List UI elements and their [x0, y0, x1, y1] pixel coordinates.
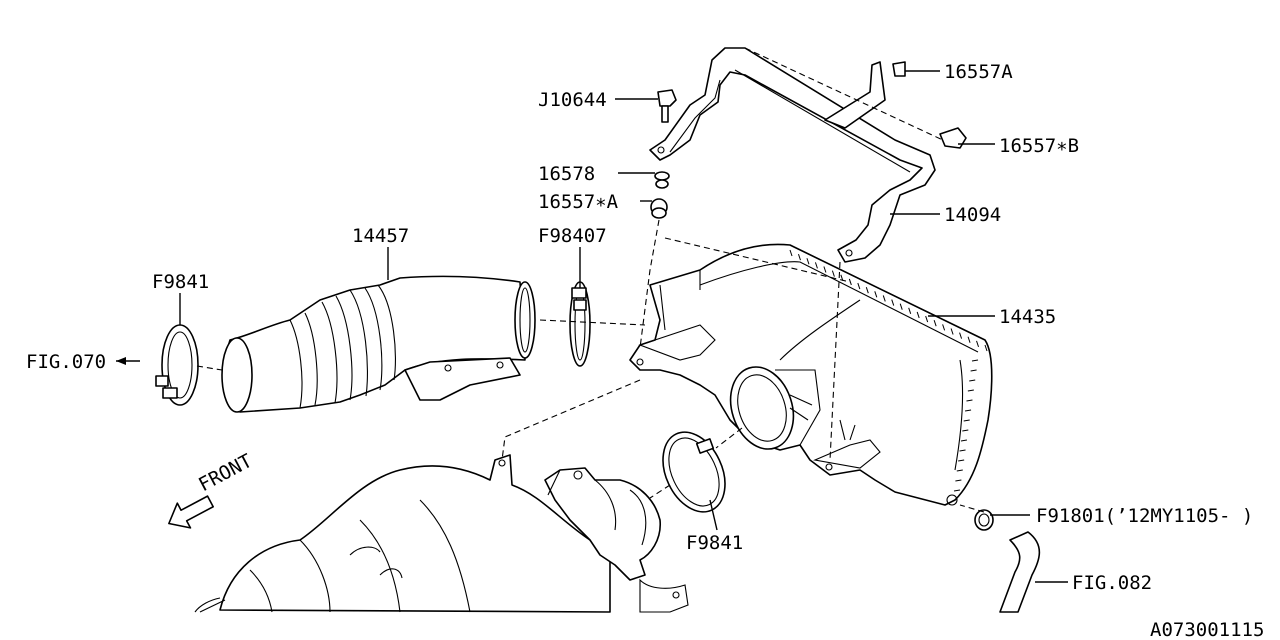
rim-hatch-tick	[962, 429, 969, 432]
rim-hatch-tick	[950, 328, 954, 335]
rim-hatch-tick	[823, 266, 827, 273]
rim-hatch-tick	[984, 344, 988, 352]
rim-hatch-tick	[963, 419, 970, 422]
hose-clamp-bottom	[662, 431, 726, 513]
rim-hatch-tick	[942, 324, 946, 331]
clip-16557-b	[939, 127, 967, 149]
rim-hatch-tick	[967, 336, 971, 343]
rim-hatch-tick	[971, 359, 979, 362]
front-arrow: FRONT	[168, 450, 256, 529]
rim-hatch-tick	[882, 295, 886, 302]
rim-hatch-tick	[958, 459, 965, 462]
bracket-14094	[649, 47, 961, 263]
rim-hatch-tick	[966, 399, 973, 402]
air-cleaner-case	[629, 243, 993, 506]
rim-hatch-tick	[806, 258, 810, 265]
intake-manifold	[194, 454, 611, 613]
grommet-16557a	[650, 198, 668, 219]
rim-hatch-tick	[789, 249, 793, 257]
rim-hatch-tick	[933, 320, 937, 327]
rim-hatch-tick	[891, 299, 895, 306]
rim-hatch-tick	[960, 439, 968, 442]
label-F9841-bottom: F9841	[686, 532, 743, 554]
label-FIG070: FIG.070	[26, 351, 106, 373]
rim-hatch-tick	[831, 270, 835, 277]
label-16557A: 16557A	[944, 61, 1013, 83]
hose-clamp-left	[155, 324, 199, 406]
rim-hatch-tick	[865, 287, 869, 294]
rim-hatch-tick	[857, 282, 861, 290]
leader-lines	[116, 70, 1068, 583]
hose-clamp-f98407	[569, 281, 591, 367]
washer-16578	[654, 171, 670, 189]
label-16557B: 16557∗B	[999, 135, 1079, 157]
rim-hatch-tick	[970, 369, 977, 372]
rim-hatch-tick	[814, 262, 818, 269]
throttle-body	[544, 467, 689, 613]
rim-hatch-tick	[959, 449, 966, 452]
rim-hatch-tick	[976, 340, 979, 348]
label-14435: 14435	[999, 306, 1056, 328]
rim-hatch-tick	[848, 278, 852, 286]
rim-hatch-tick	[874, 291, 878, 298]
label-14457: 14457	[352, 225, 409, 247]
clip-f91801	[974, 509, 994, 531]
rim-hatch-tick	[916, 311, 920, 319]
assembly-lines	[196, 219, 985, 513]
drain-hose	[999, 531, 1041, 613]
label-F98407: F98407	[538, 225, 607, 247]
rim-hatch-tick	[955, 479, 962, 482]
rim-hatch-tick	[953, 489, 961, 492]
bolt-j10644	[657, 89, 677, 123]
clip-16557-a	[892, 61, 906, 77]
label-F9841-top: F9841	[152, 271, 209, 293]
rim-hatch-tick	[925, 315, 929, 323]
rim-hatch-tick	[967, 389, 974, 392]
label-14094: 14094	[944, 204, 1001, 226]
label-FIG082: FIG.082	[1072, 572, 1152, 594]
rim-hatch-tick	[908, 307, 912, 314]
label-F91801: F91801(’12MY1105- )	[1036, 505, 1253, 527]
label-16557starA: 16557∗A	[538, 191, 619, 213]
rim-hatch-tick	[798, 253, 801, 261]
rim-hatch-tick	[964, 409, 972, 412]
front-label: FRONT	[195, 450, 256, 496]
rim-hatch-tick	[969, 379, 976, 382]
rim-hatch-tick	[959, 332, 963, 339]
rim-hatch-tick	[956, 469, 963, 472]
air-intake-duct	[221, 275, 536, 413]
case-rim-hatching	[789, 249, 988, 492]
rim-hatch-tick	[899, 303, 903, 310]
label-16578: 16578	[538, 163, 595, 185]
diagram-id: A073001115	[1150, 619, 1264, 640]
label-J10644: J10644	[538, 89, 607, 111]
